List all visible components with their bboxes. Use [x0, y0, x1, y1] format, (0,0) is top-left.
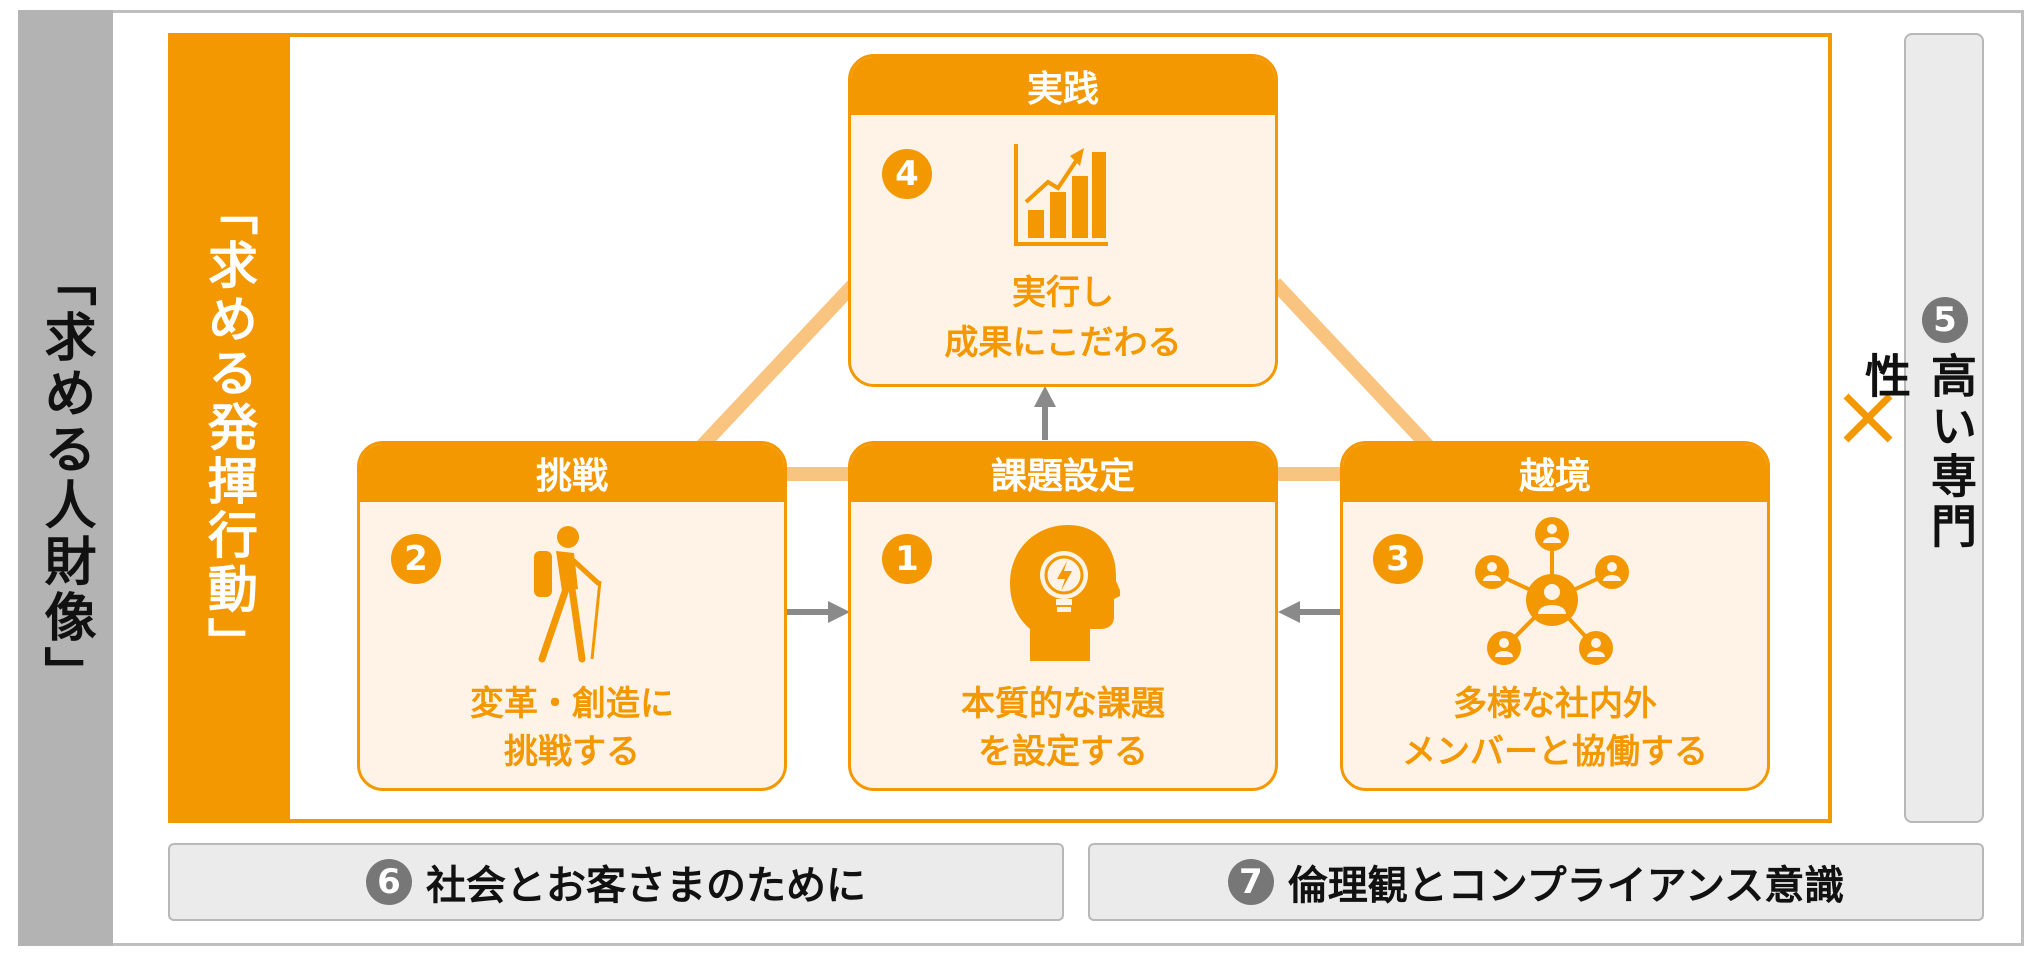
expertise-label: 高い専門性: [1858, 352, 1978, 552]
card-issue-setting-line1: 本質的な課題: [961, 684, 1165, 724]
card-boundary-header: 越境: [1343, 444, 1767, 502]
left-band: [18, 10, 113, 946]
bottom-bar-ethics-label: 倫理観とコンプライアンス意識: [1287, 863, 1845, 909]
multiply-cross-icon: [1843, 393, 1893, 443]
card-challenge-line1: 変革・創造に: [470, 684, 674, 724]
card-boundary-line1: 多様な社内外: [1453, 684, 1657, 724]
arrow-left-head: [1278, 601, 1300, 623]
card-challenge: 挑戦: [357, 441, 787, 791]
bottom-bar-society-number: 6: [366, 859, 412, 905]
card-practice-text-wrap: 実行し 成果にこだわる: [848, 270, 1278, 370]
card-issue-setting-number: 1: [882, 534, 932, 584]
card-issue-setting-text-wrap: 本質的な課題 を設定する: [848, 681, 1278, 781]
card-challenge-line2: 挑戦する: [504, 732, 640, 772]
card-challenge-text-wrap: 変革・創造に 挑戦する: [357, 681, 787, 781]
bottom-bar-society-label: 社会とお客さまのために: [426, 863, 866, 909]
card-challenge-header: 挑戦: [360, 444, 784, 502]
hiker-icon: [534, 526, 602, 663]
card-boundary-number: 3: [1373, 534, 1423, 584]
behavior-title: 「求める発揮行動」: [200, 185, 258, 671]
network-people-icon: [1475, 517, 1629, 665]
card-boundary-line2: メンバーと協働する: [1402, 732, 1708, 772]
bottom-bar-society: 6 社会とお客さまのために: [168, 843, 1064, 921]
connector-right-diagonal: [1269, 278, 1436, 453]
idea-head-icon: [1010, 525, 1120, 661]
left-title: 「求める人財像」: [35, 254, 95, 702]
card-practice-line2: 成果にこだわる: [944, 323, 1182, 363]
card-boundary-text-wrap: 多様な社内外 メンバーと協働する: [1340, 681, 1770, 781]
card-practice-number: 4: [882, 149, 932, 199]
card-issue-setting-line2: を設定する: [978, 732, 1148, 772]
card-challenge-number: 2: [391, 534, 441, 584]
card-practice-line1: 実行し: [1012, 273, 1114, 313]
growth-chart-icon: [1014, 144, 1108, 246]
card-practice-header: 実践: [851, 57, 1275, 115]
card-issue-setting-header: 課題設定: [851, 444, 1275, 502]
expertise-number: 5: [1922, 297, 1968, 343]
behavior-band: [168, 33, 290, 823]
card-boundary: 越境: [1340, 441, 1770, 791]
arrow-right-head: [828, 601, 850, 623]
bottom-bar-ethics-number: 7: [1227, 859, 1274, 905]
arrow-up-head: [1034, 386, 1056, 407]
expertise-box: [1904, 33, 1984, 823]
bottom-bar-ethics: 7 倫理観とコンプライアンス意識: [1088, 843, 1984, 921]
connector-left-diagonal: [694, 278, 861, 453]
